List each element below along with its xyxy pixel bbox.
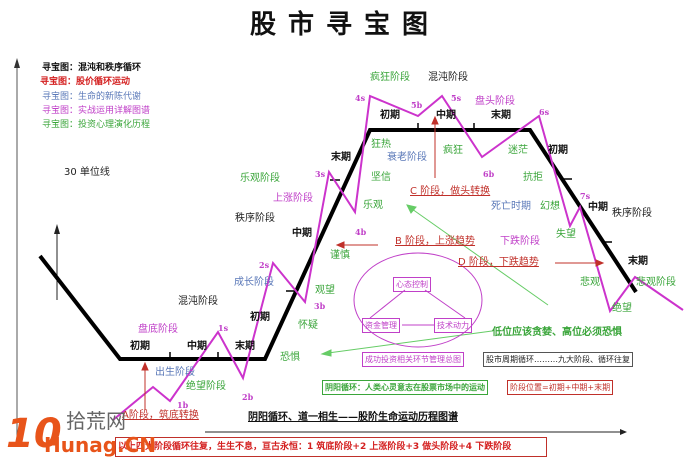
watermark-en: Hunag.CN: [44, 433, 157, 457]
psy-stage-label: 绝望阶段: [186, 381, 226, 392]
period-label: 末期: [491, 110, 511, 121]
legend-item-chaos-order: 寻宝图：混沌和秩序循环: [42, 63, 142, 73]
price-stage-label: 下跌阶段: [500, 236, 540, 247]
psy-label: 失望: [556, 229, 576, 240]
point-label: 1b: [177, 400, 189, 410]
position-box: 阶段位置=初期+中期+末期: [507, 380, 614, 395]
point-label: 1s: [218, 323, 229, 333]
psy-label: 抗拒: [523, 172, 543, 183]
point-label: 7s: [580, 191, 591, 201]
period-label: 初期: [548, 145, 568, 156]
psy-label: 狂热: [371, 139, 391, 150]
mind-map-left: 资金管理: [362, 318, 400, 333]
period-label: 末期: [331, 152, 351, 163]
period-label: 中期: [292, 228, 312, 239]
chaos-stage-label: 混沌阶段: [178, 296, 218, 307]
red-arrows: [141, 115, 605, 410]
period-label: 末期: [235, 341, 255, 352]
unit-line-label: 30 单位线: [64, 167, 110, 178]
phase-a-label: A阶段，筑底转换: [122, 410, 199, 421]
point-label: 6b: [483, 169, 495, 179]
period-label: 中期: [436, 110, 456, 121]
psy-label: 乐观: [363, 200, 383, 211]
legend-item-practice: 寻宝图：实战运用详解图谱: [42, 106, 151, 116]
price-stage-label: 上涨阶段: [273, 193, 313, 204]
period-label: 中期: [187, 341, 207, 352]
psy-stage-label: 悲观阶段: [636, 277, 676, 288]
order-stage-label: 秩序阶段: [235, 213, 275, 224]
period-label: 初期: [380, 110, 400, 121]
green-arrows: [320, 204, 549, 357]
page-title: 股市寻宝图: [249, 10, 440, 40]
psy-label: 迷茫: [508, 145, 528, 156]
psy-stage-label: 疯狂阶段: [370, 72, 410, 83]
cycle-line: [38, 128, 638, 361]
phase-d-label: D 阶段，下跌趋势: [458, 257, 539, 268]
mind-map-caption: 成功投资相关环节管理总图: [362, 352, 464, 367]
unit-line-arrowhead: [54, 224, 60, 234]
cycle-box: 股市周期循环………九大阶段、循环往复: [483, 352, 633, 367]
psy-label: 恐惧: [280, 352, 300, 363]
point-label: 4s: [355, 93, 366, 103]
period-label: 初期: [250, 312, 270, 323]
psy-stage-label: 乐观阶段: [240, 173, 280, 184]
period-label: 初期: [130, 341, 150, 352]
legend-item-life: 寻宝图：生命的新陈代谢: [42, 92, 142, 102]
price-line: [112, 94, 684, 421]
watermark-logo: 10 拾荒网 Hunag.CN: [4, 409, 157, 463]
point-label: 2s: [259, 260, 270, 270]
psy-label: 谨慎: [330, 250, 350, 261]
slogan: 低位应该贪婪、高位必须恐惧: [492, 327, 622, 338]
phase-c-label: C 阶段，做头转换: [410, 186, 491, 197]
yinyang-box: 阴阳循环：人类心灵意志在股票市场中的运动: [322, 380, 488, 395]
mind-map-ellipse: [353, 252, 483, 348]
life-stage-label: 死亡时期: [491, 201, 531, 212]
psy-label: 幻想: [540, 201, 560, 212]
bottom-title: 阴阳循环、道一相生——股阶生命运动历程图谱: [248, 412, 458, 423]
period-label: 末期: [628, 256, 648, 267]
watermark-number: 10: [6, 411, 62, 457]
price-stage-label: 盘头阶段: [475, 96, 515, 107]
point-label: 6s: [539, 107, 550, 117]
mind-map-right: 技术动力: [434, 318, 472, 333]
phase-b-label: B 阶段，上涨趋势: [395, 236, 476, 247]
legend-item-price-cycle: 寻宝图：股价循环运动: [40, 77, 131, 87]
psy-label: 绝望: [612, 303, 632, 314]
point-label: 5b: [411, 100, 423, 110]
mind-map-center: 心态控制: [393, 277, 431, 292]
life-stage-label: 成长阶段: [234, 277, 274, 288]
point-label: 5s: [451, 93, 462, 103]
point-label: 3b: [314, 301, 326, 311]
chaos-stage-label: 混沌阶段: [428, 72, 468, 83]
order-stage-label: 秩序阶段: [612, 208, 652, 219]
psy-label: 疯狂: [443, 145, 463, 156]
watermark-cn: 拾荒网: [66, 409, 126, 433]
left-axis-arrowhead: [14, 58, 20, 68]
price-stage-label: 盘底阶段: [138, 324, 178, 335]
psy-label: 坚信: [371, 172, 391, 183]
point-label: 3s: [315, 169, 326, 179]
point-label: 4b: [355, 227, 367, 237]
bottom-note: 以上四大阶段循环往复，生生不息，亘古永恒：1 筑底阶段+2 上涨阶段+3 做头阶…: [115, 437, 547, 457]
mind-map-links: [369, 289, 466, 326]
life-stage-label: 衰老阶段: [387, 152, 427, 163]
life-stage-label: 出生阶段: [155, 367, 195, 378]
legend-item-psychology: 寻宝图：投资心理演化历程: [42, 120, 151, 130]
point-label: 2b: [242, 392, 254, 402]
psy-label: 观望: [315, 285, 335, 296]
period-label: 中期: [588, 202, 608, 213]
psy-label: 悲观: [580, 277, 600, 288]
psy-label: 怀疑: [298, 320, 318, 331]
